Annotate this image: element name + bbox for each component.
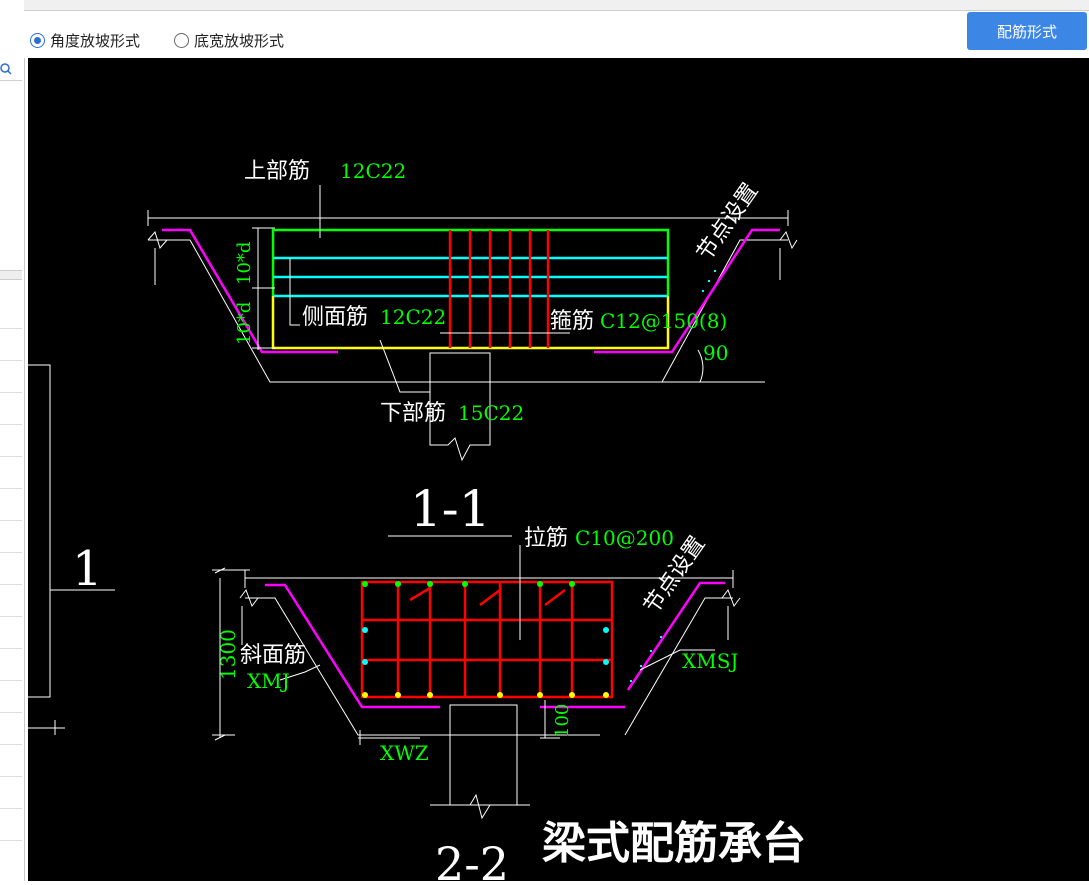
radio-angle-slope[interactable]: 角度放坡形式 (30, 30, 140, 50)
side-rebar-label[interactable]: 侧面筋 (302, 305, 368, 330)
slope-rebar-label[interactable]: 斜面筋 (240, 643, 306, 668)
radio-width-label: 底宽放坡形式 (194, 31, 285, 50)
node-setting-link[interactable]: 节点设置 (692, 179, 763, 265)
left-marker-label: 1 (72, 541, 103, 597)
xwz-label[interactable]: XWZ (380, 741, 429, 765)
slope-toolbar: 角度放坡形式 底宽放坡形式 (24, 11, 1089, 58)
bottom-rebar-value[interactable]: 15C22 (458, 401, 524, 425)
stirrup-value[interactable]: C12@150(8) (600, 309, 727, 333)
dim-top-10d: 10*d (234, 242, 255, 285)
angle-value: 90 (703, 341, 728, 365)
section-2-node-ticks (630, 636, 662, 682)
dim-bottom-10d: 10*d (234, 302, 255, 345)
tie-rebar-label[interactable]: 拉筋 (524, 526, 568, 551)
section-2-dimension-lines (212, 545, 715, 745)
rebar-form-button[interactable]: 配筋形式 (967, 12, 1087, 50)
top-tab-strip (24, 0, 1089, 11)
section-2-rebar-cage (360, 580, 614, 699)
stirrup-label[interactable]: 箍筋 (550, 309, 594, 334)
section-2-rebar-dots (362, 581, 609, 698)
bottom-rebar-label[interactable]: 下部筋 (380, 401, 446, 426)
section-1-stirrups (448, 230, 550, 348)
left-search-box[interactable] (0, 58, 22, 81)
main-drawing-title: 梁式配筋承台 (542, 818, 806, 869)
section-1-title: 1-1 (410, 480, 491, 538)
side-rebar-value[interactable]: 12C22 (380, 305, 446, 329)
left-splitter[interactable] (0, 270, 22, 280)
radio-width-slope[interactable]: 底宽放坡形式 (174, 30, 284, 50)
left-section-marker (28, 364, 115, 735)
top-rebar-label[interactable]: 上部筋 (244, 159, 310, 184)
left-tree-panel (0, 0, 25, 881)
section-1-outline (147, 210, 798, 462)
dim-height-1300: 1300 (216, 629, 240, 680)
search-icon[interactable] (0, 58, 22, 80)
dim-100: 100 (552, 704, 573, 738)
tie-rebar-value[interactable]: C10@200 (575, 526, 674, 550)
xmj-label[interactable]: XMJ (247, 669, 290, 693)
top-rebar-value[interactable]: 12C22 (340, 159, 406, 183)
section-1-slope-rebar (162, 228, 780, 354)
radio-angle-label: 角度放坡形式 (50, 31, 141, 50)
section-1-dimension-lines (252, 185, 712, 393)
radio-dot[interactable] (174, 32, 189, 48)
cad-drawing: 上部筋 12C22 侧面筋 12C22 箍筋 C12@150(8) 下部筋 15… (28, 159, 806, 885)
cad-drawing-canvas[interactable]: 上部筋 12C22 侧面筋 12C22 箍筋 C12@150(8) 下部筋 15… (28, 58, 1089, 885)
xmsj-label[interactable]: XMSJ (682, 649, 738, 673)
section-2-title: 2-2 (435, 837, 509, 881)
radio-dot-selected[interactable] (30, 32, 45, 48)
section-1-node-ticks (702, 270, 716, 292)
section-2-outline (239, 570, 741, 820)
section-2-slope-rebar (265, 581, 725, 709)
